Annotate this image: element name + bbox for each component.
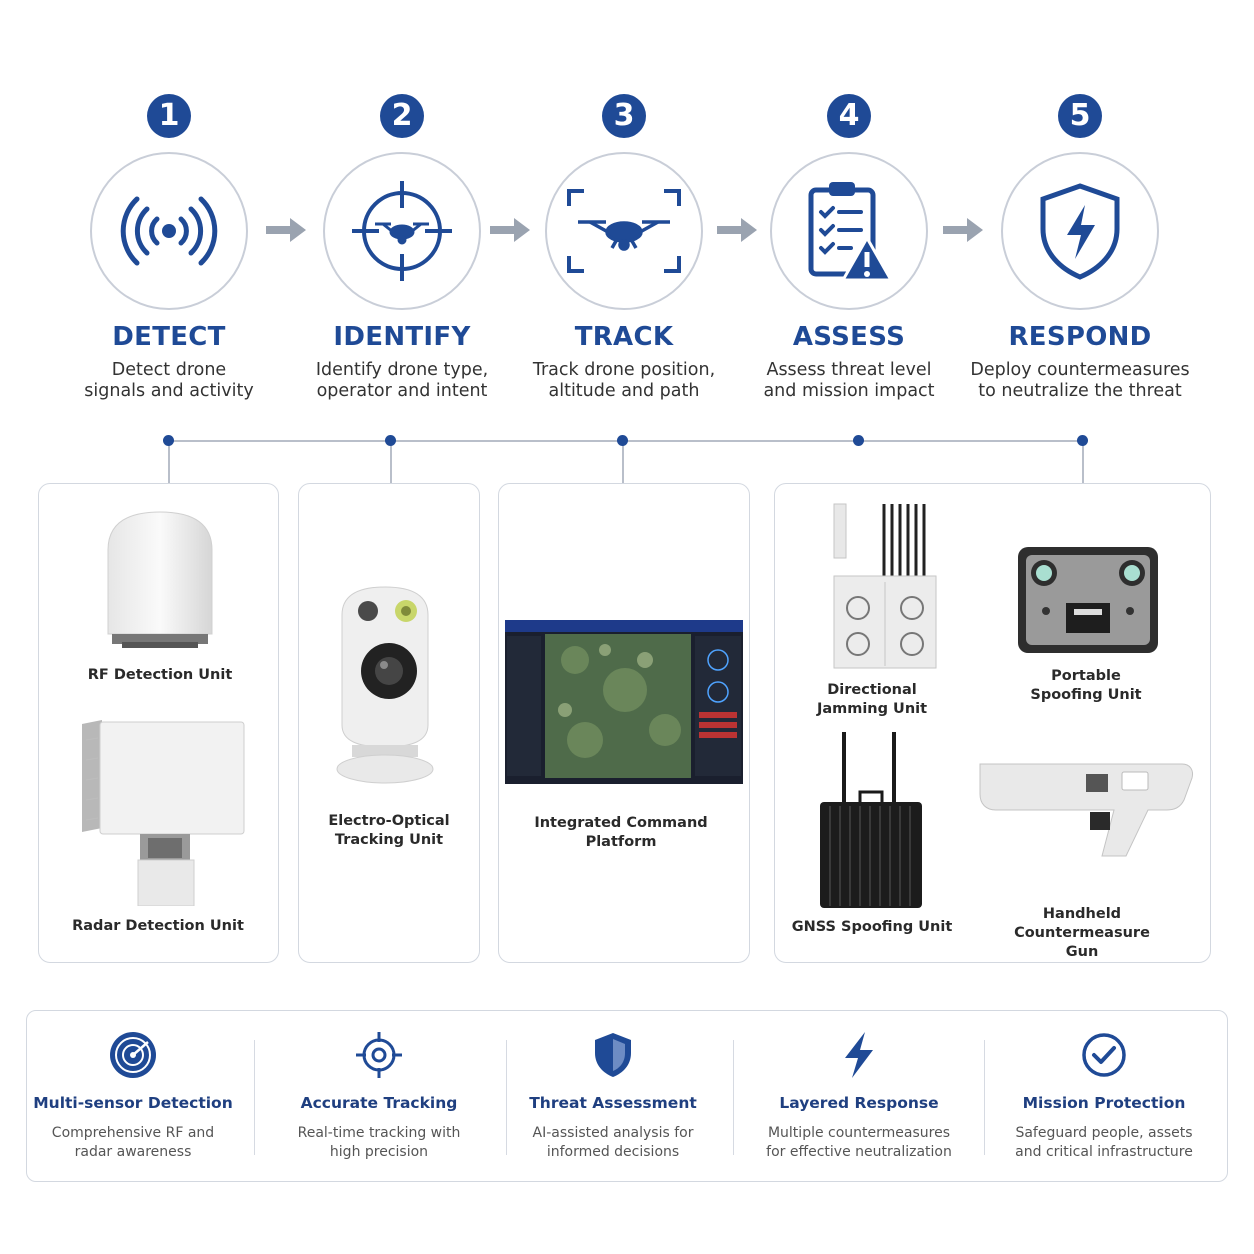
feature-multi-sensor: Multi-sensor Detection Comprehensive RF … xyxy=(18,1030,248,1162)
step-title: IDENTIFY xyxy=(333,322,471,352)
divider xyxy=(984,1040,985,1155)
handheld-countermeasure-gun-image xyxy=(979,763,1193,857)
divider xyxy=(506,1040,507,1155)
timeline-dot xyxy=(385,435,396,446)
gnss-spoofing-label: GNSS Spoofing Unit xyxy=(791,919,953,935)
timeline-drop xyxy=(622,440,624,483)
rf-detection-unit-image xyxy=(107,511,213,648)
feature-title: Threat Assessment xyxy=(529,1094,697,1112)
timeline-drop xyxy=(1082,440,1084,483)
step-title: ASSESS xyxy=(792,322,906,352)
lightning-icon xyxy=(845,1032,873,1078)
step-icon-circle xyxy=(1001,152,1159,310)
step-desc: Track drone position,altitude and path xyxy=(532,360,716,401)
shield-lightning-icon xyxy=(1040,183,1120,280)
step-icon-circle xyxy=(90,152,248,310)
electro-optical-unit-image xyxy=(336,586,434,784)
feature-threat-assessment: Threat Assessment AI-assisted analysis f… xyxy=(498,1030,728,1162)
step-track: 3 TRACK Track drone position,altitude an… xyxy=(509,90,739,402)
feature-title: Layered Response xyxy=(779,1094,939,1112)
rf-signal-icon xyxy=(120,196,218,266)
card-identify-products xyxy=(298,483,480,963)
step-desc: Identify drone type,operator and intent xyxy=(315,360,489,401)
radar-icon xyxy=(110,1032,156,1078)
clipboard-warning-icon xyxy=(808,182,894,282)
step-title: TRACK xyxy=(574,322,674,352)
crosshair-drone-icon xyxy=(352,181,452,281)
check-circle-icon xyxy=(1082,1033,1126,1077)
feature-title: Mission Protection xyxy=(1022,1094,1186,1112)
framed-drone-icon xyxy=(567,189,681,273)
arrow-right-icon xyxy=(717,218,757,242)
step-number: 2 xyxy=(380,94,424,138)
timeline-drop xyxy=(390,440,392,483)
divider xyxy=(254,1040,255,1155)
radar-detection-unit-image xyxy=(82,720,245,906)
timeline-dot xyxy=(163,435,174,446)
target-icon xyxy=(356,1032,402,1078)
step-identify: 2 IDENTIFY Identify drone type,operator … xyxy=(287,90,517,402)
feature-mission-protection: Mission Protection Safeguard people, ass… xyxy=(989,1030,1219,1162)
portable-spoofing-unit-image xyxy=(1018,547,1158,653)
step-icon-circle xyxy=(770,152,928,310)
step-icon-circle xyxy=(545,152,703,310)
feature-title: Accurate Tracking xyxy=(300,1094,458,1112)
step-number: 1 xyxy=(147,94,191,138)
step-title: DETECT xyxy=(112,322,226,352)
gnss-spoofing-unit-image xyxy=(820,732,922,908)
step-icon-circle xyxy=(323,152,481,310)
rf-detection-label: RF Detection Unit xyxy=(87,667,233,683)
feature-layered-response: Layered Response Multiple countermeasure… xyxy=(744,1030,974,1162)
step-number: 4 xyxy=(827,94,871,138)
timeline-drop xyxy=(168,440,170,483)
step-number: 3 xyxy=(602,94,646,138)
step-title: RESPOND xyxy=(1008,322,1152,352)
feature-title: Multi-sensor Detection xyxy=(33,1094,233,1112)
command-platform-screen-image xyxy=(505,620,743,784)
radar-detection-label: Radar Detection Unit xyxy=(72,918,244,934)
timeline-dot xyxy=(617,435,628,446)
directional-jamming-unit-image xyxy=(833,503,937,669)
arrow-right-icon xyxy=(490,218,530,242)
arrow-right-icon xyxy=(266,218,306,242)
timeline-dot xyxy=(853,435,864,446)
divider xyxy=(733,1040,734,1155)
timeline-dot xyxy=(1077,435,1088,446)
arrow-right-icon xyxy=(943,218,983,242)
feature-accurate-tracking: Accurate Tracking Real-time tracking wit… xyxy=(264,1030,494,1162)
shield-icon xyxy=(595,1033,631,1077)
step-number: 5 xyxy=(1058,94,1102,138)
